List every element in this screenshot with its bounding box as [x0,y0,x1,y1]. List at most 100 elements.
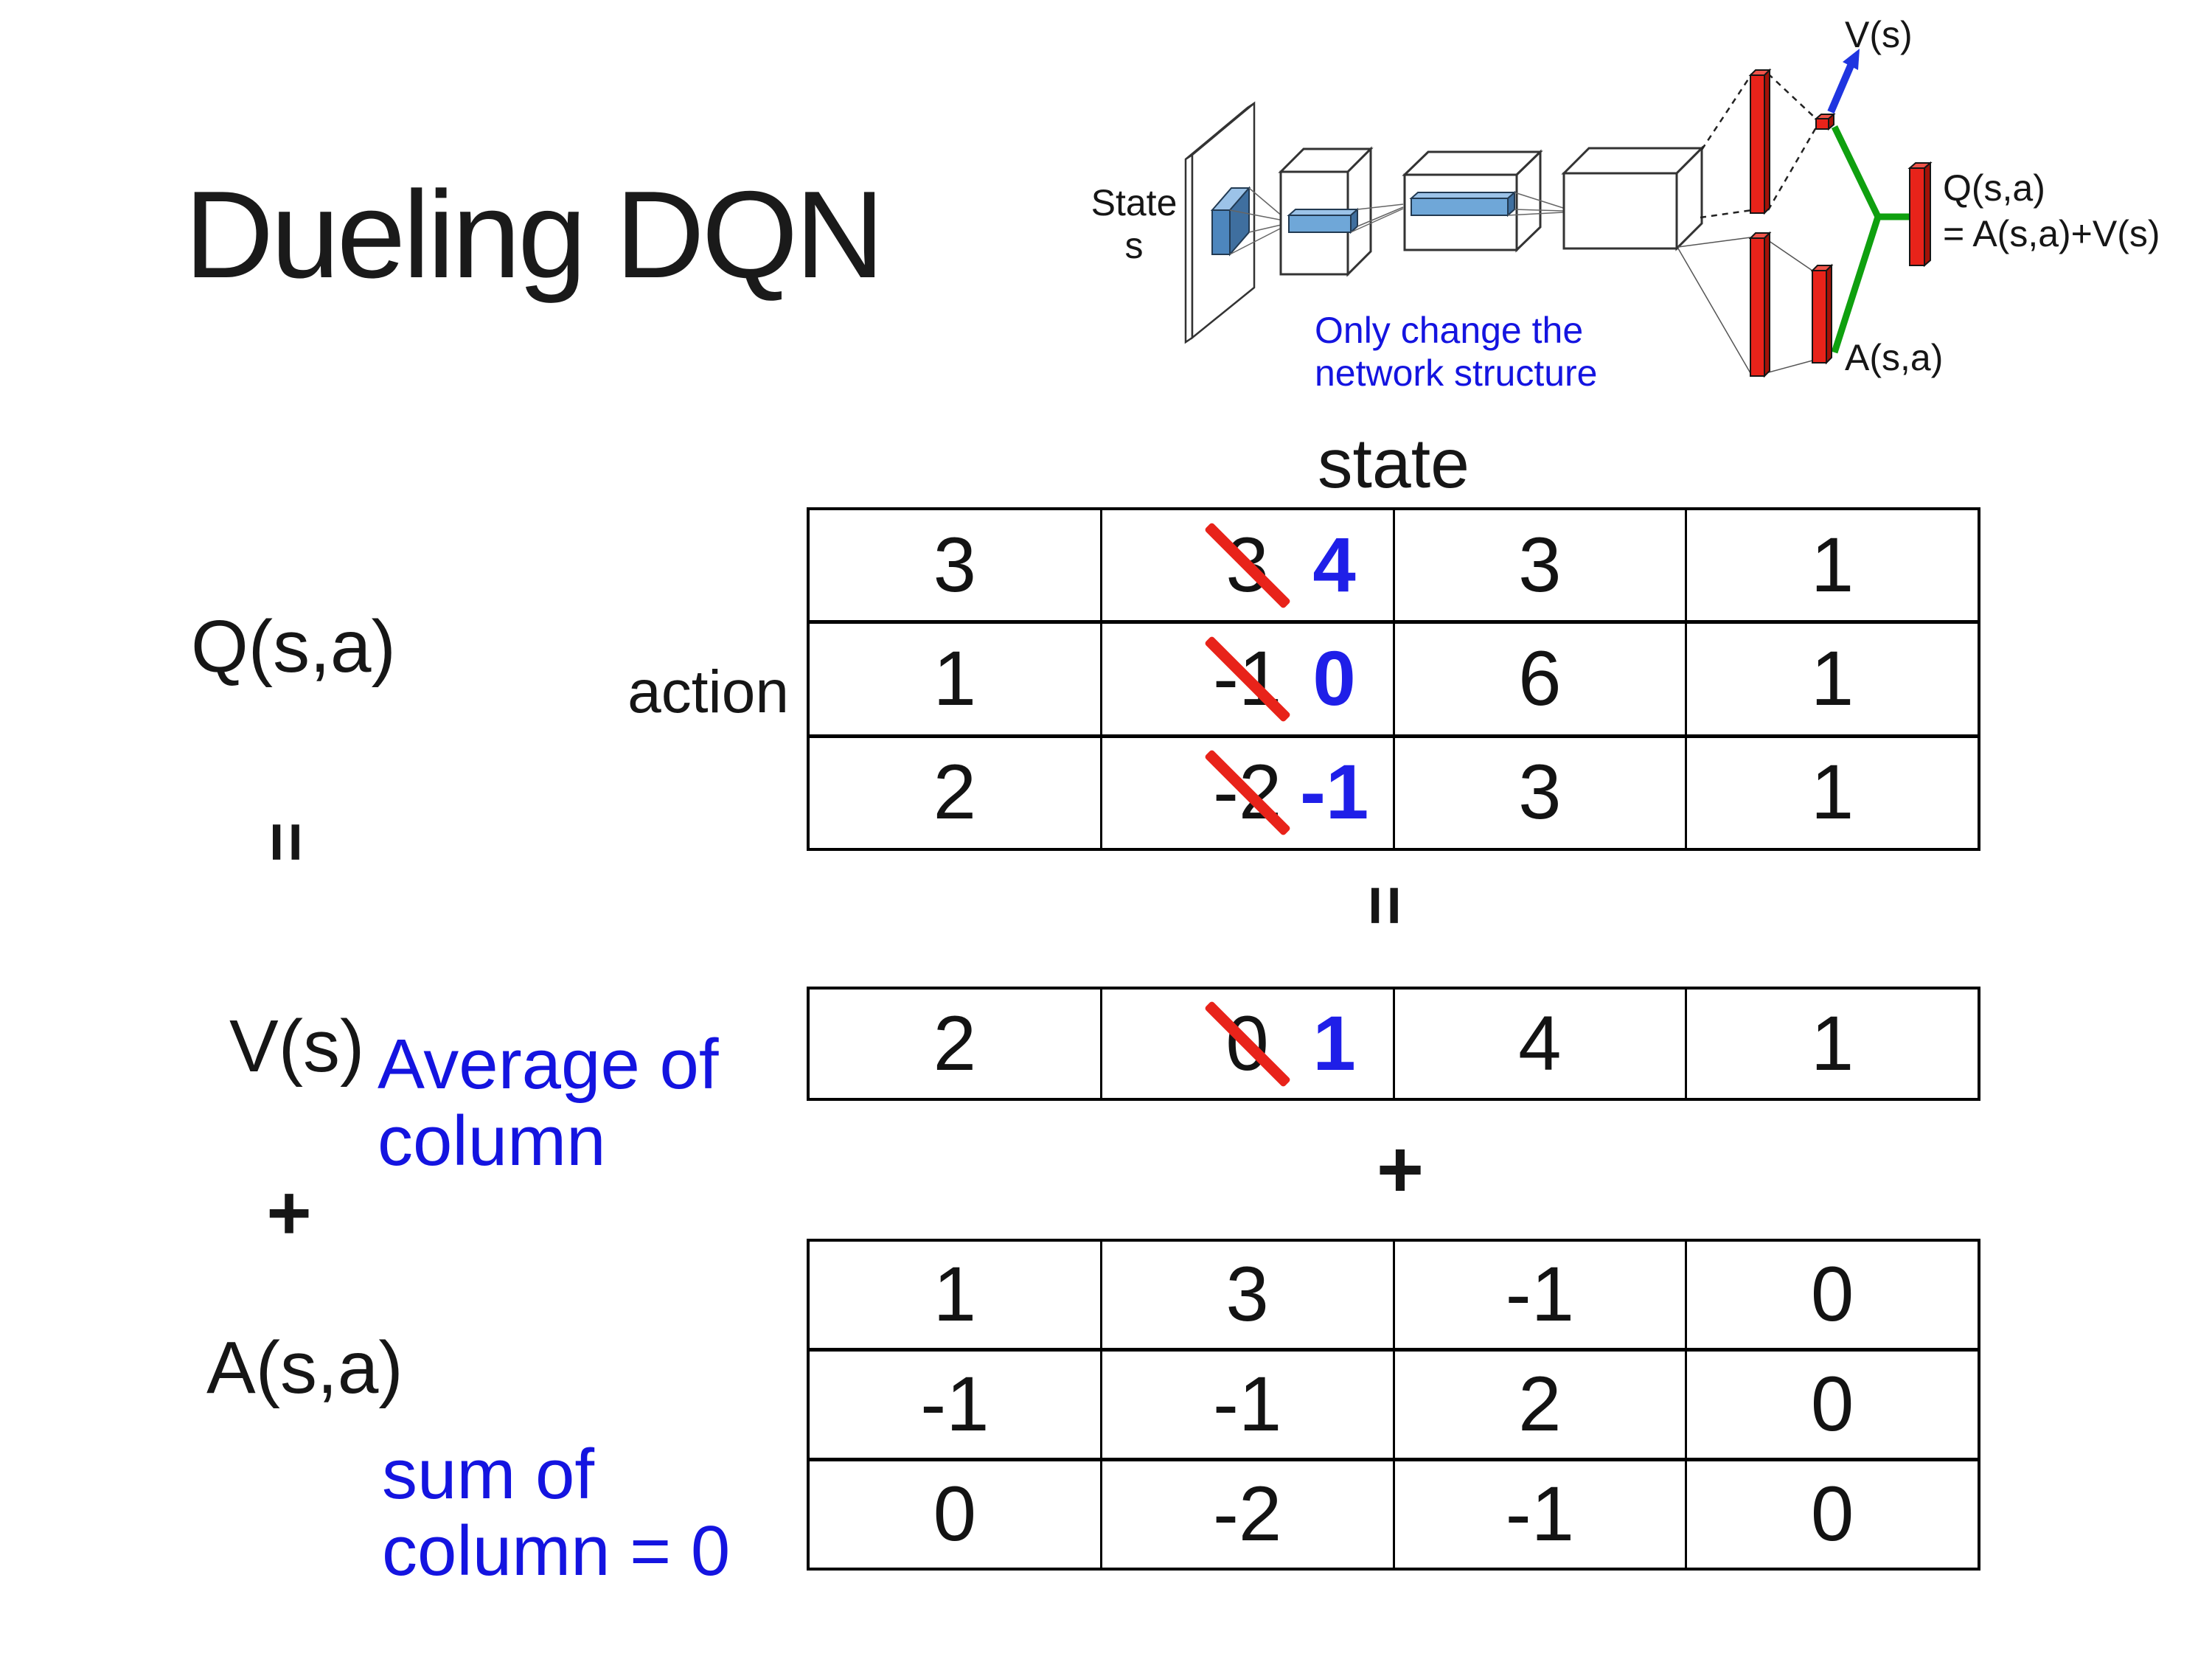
v-arrow-icon [1827,49,1860,114]
q-cell: 3 [1395,737,1688,848]
diagram-a-output-label: A(s,a) [1845,337,1943,378]
equals-sign-left: = [247,821,326,863]
cell-value: 3 [1518,749,1562,836]
cell-value: 3 [1518,521,1562,608]
cell-value: -1 [920,1361,990,1447]
v-note-line2: column [378,1101,606,1180]
v-cell: 1 [1687,990,1978,1098]
table-row: 0 -2 -1 0 [810,1461,1978,1568]
a-cell: -1 [1395,1242,1688,1348]
cell-value: 6 [1518,635,1562,722]
feature-bar-1-icon [1287,207,1360,234]
cell-value: -1 [1505,1251,1575,1338]
q-cell-crossed: -2 -1 [1102,737,1395,848]
q-cell: 6 [1395,624,1688,734]
table-row: 2 0 1 4 1 [810,990,1978,1098]
v-cell-crossed: 0 1 [1102,990,1395,1098]
value-output-node-icon [1814,112,1836,131]
feature-bar-2-icon [1409,190,1517,218]
a-cell: -2 [1102,1461,1395,1568]
diagram-note-line1: Only change the [1315,310,1583,351]
fc-box-icon [1561,145,1705,251]
q-cell: 3 [1395,510,1688,621]
table-row: 3 3 4 3 1 [810,510,1978,625]
q-output-bar-icon [1907,161,1933,268]
v-note: Average of column [378,1026,719,1179]
cell-value: 1 [933,1251,977,1338]
q-matrix-label: Q(s,a) [191,605,396,688]
new-value: 1 [1312,1000,1356,1087]
new-value: 0 [1312,635,1356,722]
diagram-state-label-line2: s [1125,225,1144,266]
plus-sign-center: + [1376,1124,1425,1215]
cell-value: -1 [1505,1471,1575,1557]
q-cell-crossed: -1 0 [1102,624,1395,734]
cell-value: 1 [1810,1000,1854,1087]
table-row: 2 -2 -1 3 1 [810,737,1978,848]
cell-value: 1 [933,635,977,722]
cell-value: 3 [1225,1251,1269,1338]
new-value: -1 [1299,749,1369,836]
diagram-note-line2: network structure [1315,352,1597,394]
q-cell-crossed: 3 4 [1102,510,1395,621]
v-table: 2 0 1 4 1 [807,987,1980,1101]
a-cell: -1 [810,1352,1102,1458]
cell-value: 0 [1810,1471,1854,1557]
cell-value: 1 [1810,635,1854,722]
cell-value: 2 [933,1000,977,1087]
solid-links [1677,237,1813,374]
a-cell: 0 [810,1461,1102,1568]
conv-box-2-icon [1402,149,1543,253]
a-note-line2: column = 0 [382,1511,731,1590]
q-cell: 3 [810,510,1102,621]
q-cell: 2 [810,737,1102,848]
cell-value: 0 [933,1471,977,1557]
cell-value: 0 [1810,1361,1854,1447]
v-cell: 4 [1395,990,1688,1098]
state-axis-label: state [1318,425,1470,503]
cell-value: 1 [1810,749,1854,836]
combine-lines [1831,125,1910,354]
action-axis-label: action [627,658,789,726]
table-row: -1 -1 2 0 [810,1352,1978,1461]
fan-lines-3 [1507,192,1564,216]
v-cell: 2 [810,990,1102,1098]
equals-sign-center: = [1346,885,1425,926]
a-note-line1: sum of [382,1435,595,1514]
q-cell: 1 [1687,624,1978,734]
a-matrix-label: A(s,a) [206,1326,403,1409]
v-note-line1: Average of [378,1025,719,1104]
network-diagram: State s Only change the network structur… [1091,14,2160,394]
advantage-stream-bar-icon [1748,231,1772,378]
value-stream-bar-icon [1748,68,1772,215]
a-cell: 0 [1687,1242,1978,1348]
cell-value: 3 [933,521,977,608]
cell-value: 2 [1518,1361,1562,1447]
q-cell: 1 [1687,738,1978,848]
new-value: 4 [1312,521,1356,608]
q-cell: 1 [810,624,1102,734]
a-cell: 0 [1687,1461,1978,1568]
cell-value: 0 [1810,1251,1854,1338]
cell-value: 4 [1518,1000,1562,1087]
a-note: sum of column = 0 [382,1436,730,1589]
diagram-state-label-line1: State [1091,182,1178,223]
a-cell: 1 [810,1242,1102,1348]
a-cell: -1 [1102,1352,1395,1458]
a-cell: -1 [1395,1461,1688,1568]
plus-sign-left: + [266,1170,312,1256]
dashed-links [1700,73,1818,219]
a-cell: 2 [1395,1352,1688,1458]
diagram-v-output-label: V(s) [1845,14,1913,55]
table-row: 1 3 -1 0 [810,1242,1978,1352]
a-table: 1 3 -1 0 -1 -1 2 0 0 -2 -1 0 [807,1239,1980,1571]
q-cell: 1 [1687,510,1978,620]
q-table: 3 3 4 3 1 1 -1 0 6 1 2 -2 -1 [807,507,1980,851]
table-row: 1 -1 0 6 1 [810,624,1978,738]
conv-patch-icon [1210,186,1251,257]
cell-value: -1 [1212,1361,1282,1447]
diagram-q-output-label-line2: = A(s,a)+V(s) [1943,213,2160,254]
advantage-output-bar-icon [1810,263,1834,365]
diagram-q-output-label-line1: Q(s,a) [1943,167,2045,209]
